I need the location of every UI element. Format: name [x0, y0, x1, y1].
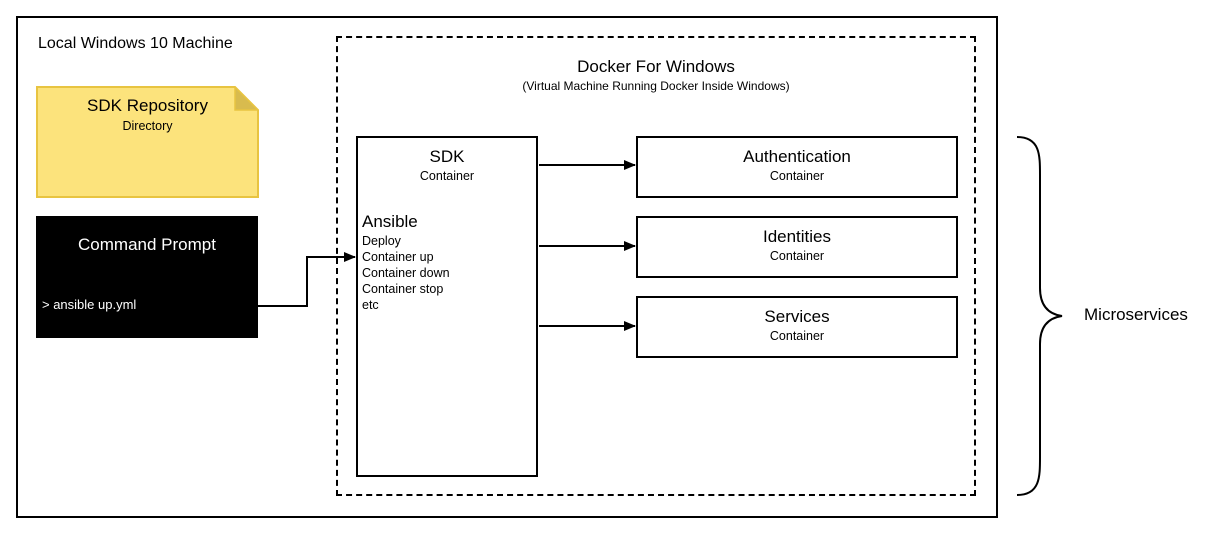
ansible-item: Container down — [362, 266, 450, 280]
services-container-title: Services — [764, 307, 830, 326]
sdk-repository-subtitle: Directory — [122, 119, 173, 133]
ansible-item: etc — [362, 298, 379, 312]
microservices-label: Microservices — [1084, 305, 1188, 324]
command-prompt-command: > ansible up.yml — [42, 297, 137, 312]
ansible-heading: Ansible — [362, 212, 418, 231]
authentication-container-title: Authentication — [743, 147, 851, 166]
services-container-subtitle: Container — [769, 329, 825, 343]
identities-container-subtitle: Container — [769, 249, 825, 263]
command-to-sdk-arrow — [258, 252, 356, 307]
sdk-repository-title: SDK Repository — [87, 96, 208, 115]
sdk-container-subtitle: Container — [419, 169, 475, 183]
local-machine-label: Local Windows 10 Machine — [38, 35, 233, 52]
authentication-container-box — [636, 136, 958, 198]
identities-container-box — [636, 216, 958, 278]
microservices-brace — [1016, 136, 1063, 496]
command-prompt-box — [36, 216, 258, 338]
command-prompt-title: Command Prompt — [78, 235, 216, 254]
ansible-item: Deploy — [362, 234, 401, 248]
docker-subtitle: (Virtual Machine Running Docker Inside W… — [522, 79, 790, 93]
sdk-container-title: SDK — [429, 147, 465, 166]
authentication-container-subtitle: Container — [769, 169, 825, 183]
ansible-item: Container up — [362, 250, 434, 264]
sdk-repository-note — [36, 86, 259, 198]
services-container-box — [636, 296, 958, 358]
docker-title: Docker For Windows — [577, 57, 735, 76]
sdk-container-box — [356, 136, 538, 477]
ansible-item: Container stop — [362, 282, 444, 296]
identities-container-title: Identities — [762, 227, 832, 246]
docker-frame — [336, 36, 976, 496]
